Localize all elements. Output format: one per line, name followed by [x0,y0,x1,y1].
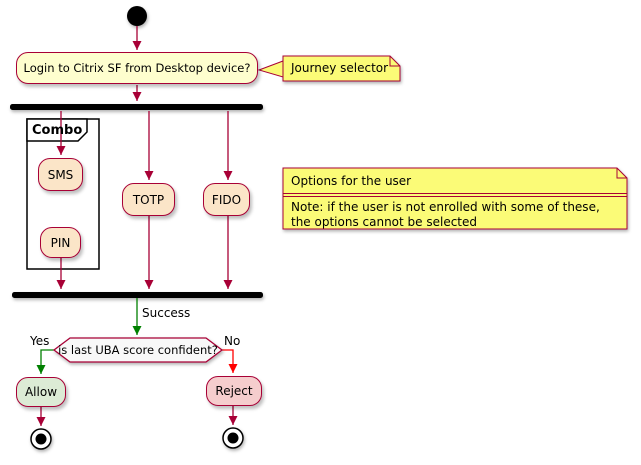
activity-totp: TOTP [122,183,175,216]
activity-sms: SMS [38,158,83,191]
activity-allow: Allow [16,377,66,407]
options-note-fold-icon [616,168,627,179]
activity-reject: Reject [206,376,262,406]
decision-label: is last UBA score confident? [58,343,218,357]
fork-bar [10,104,263,110]
edge-decision-no-to-reject [222,349,238,373]
journey-note-label: Journey selector [291,61,389,75]
start-node [127,6,147,26]
edge-label-yes: Yes [30,334,50,348]
activity-login: Login to Citrix SF from Desktop device? [16,52,258,84]
end-node-reject-core [227,432,239,444]
options-note-body-line2: the options cannot be selected [291,215,478,229]
partition-combo-tab [26,118,88,142]
edge-label-no: No [224,334,241,348]
activity-fido: FIDO [203,183,250,216]
end-node-allow-core [35,433,47,445]
options-note-title: Options for the user [291,174,412,188]
activity-pin: PIN [40,227,81,258]
partition-combo-label: Combo [32,123,83,138]
options-note-body-line1: Note: if the user is not enrolled with s… [291,200,600,214]
decision-node [52,337,224,363]
journey-note-connector [257,60,284,78]
edge-decision-yes-to-allow [36,349,54,374]
options-note-shape [282,167,628,230]
join-bar [12,292,263,298]
journey-note-fold-icon [389,56,400,67]
edge-label-success: Success [142,306,191,320]
